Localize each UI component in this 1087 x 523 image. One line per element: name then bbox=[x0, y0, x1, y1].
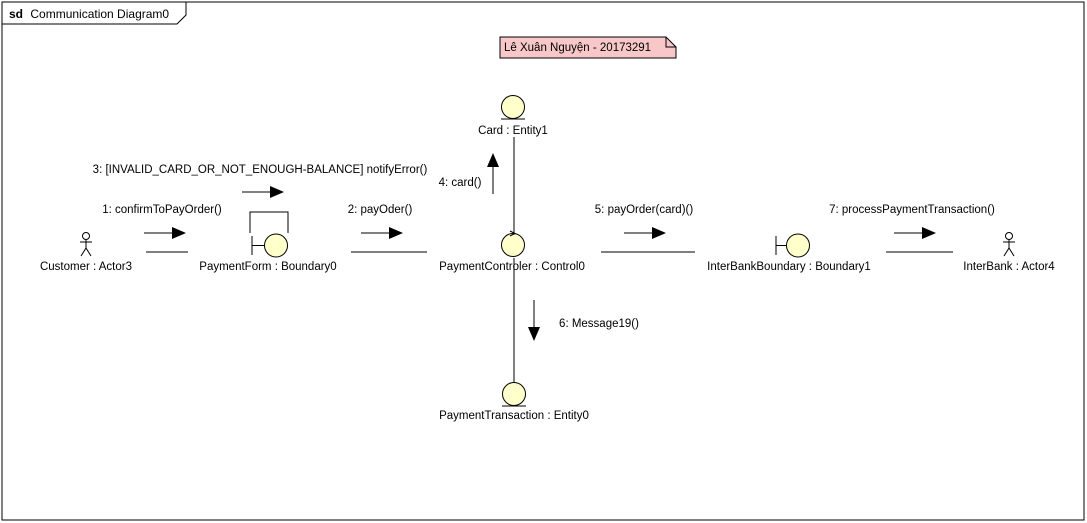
message-2[interactable]: 2: payOder() bbox=[348, 204, 413, 239]
arrow-up-icon bbox=[487, 153, 499, 194]
arrow-down-icon bbox=[528, 300, 540, 341]
interbank-lifeline[interactable]: InterBank : Actor4 bbox=[963, 232, 1055, 274]
arrow-right-icon bbox=[144, 227, 186, 239]
message-6-label: 6: Message19() bbox=[559, 318, 639, 330]
frame-keyword: sd bbox=[9, 7, 23, 21]
arrow-right-icon bbox=[624, 227, 666, 239]
links bbox=[146, 137, 953, 382]
interbank-label: InterBank : Actor4 bbox=[963, 261, 1055, 273]
actor-icon bbox=[1003, 232, 1015, 257]
control-icon bbox=[501, 230, 525, 257]
controller-lifeline[interactable]: PaymentControler : Control0 bbox=[439, 230, 585, 273]
message-1-label: 1: confirmToPayOrder() bbox=[102, 204, 222, 216]
self-link-paymentform bbox=[249, 211, 289, 233]
card-label: Card : Entity1 bbox=[478, 125, 548, 137]
boundary-icon bbox=[775, 233, 810, 258]
message-4-label: 4: card() bbox=[439, 177, 482, 189]
card-lifeline[interactable]: Card : Entity1 bbox=[478, 95, 548, 138]
transaction-label: PaymentTransaction : Entity0 bbox=[439, 410, 589, 422]
boundary-icon bbox=[251, 233, 288, 258]
frame-tab bbox=[2, 2, 187, 25]
entity-icon bbox=[501, 95, 525, 120]
customer-lifeline[interactable]: Customer : Actor3 bbox=[40, 232, 132, 274]
transaction-lifeline[interactable]: PaymentTransaction : Entity0 bbox=[439, 382, 589, 423]
frame-name: Communication Diagram0 bbox=[30, 7, 169, 21]
author-note: Lê Xuân Nguyện - 20173291 bbox=[499, 36, 677, 59]
controller-label: PaymentControler : Control0 bbox=[439, 261, 585, 273]
customer-label: Customer : Actor3 bbox=[40, 261, 132, 273]
actor-icon bbox=[80, 232, 92, 257]
note-text: Lê Xuân Nguyện - 20173291 bbox=[504, 42, 651, 54]
message-7[interactable]: 7: processPaymentTransaction() bbox=[829, 204, 995, 239]
frame-title: sd Communication Diagram0 bbox=[9, 7, 169, 21]
note-fold bbox=[665, 37, 676, 48]
message-2-label: 2: payOder() bbox=[348, 204, 413, 216]
arrow-right-icon bbox=[894, 227, 936, 239]
interbankboundary-lifeline[interactable]: InterBankBoundary : Boundary1 bbox=[707, 233, 871, 273]
message-5-label: 5: payOrder(card)() bbox=[595, 204, 694, 216]
arrow-right-icon bbox=[361, 227, 403, 239]
note-body bbox=[499, 36, 677, 59]
paymentform-lifeline[interactable]: PaymentForm : Boundary0 bbox=[199, 233, 337, 273]
message-5[interactable]: 5: payOrder(card)() bbox=[595, 204, 694, 239]
entity-icon bbox=[502, 382, 526, 407]
message-3[interactable]: 3: [INVALID_CARD_OR_NOT_ENOUGH-BALANCE] … bbox=[93, 164, 428, 198]
paymentform-label: PaymentForm : Boundary0 bbox=[199, 261, 336, 273]
message-6[interactable]: 6: Message19() bbox=[528, 300, 639, 341]
message-3-label: 3: [INVALID_CARD_OR_NOT_ENOUGH-BALANCE] … bbox=[93, 164, 428, 176]
message-4[interactable]: 4: card() bbox=[439, 153, 499, 194]
message-1[interactable]: 1: confirmToPayOrder() bbox=[102, 204, 222, 239]
arrow-right-icon bbox=[242, 186, 284, 198]
message-7-label: 7: processPaymentTransaction() bbox=[829, 204, 995, 216]
interbankboundary-label: InterBankBoundary : Boundary1 bbox=[707, 261, 871, 273]
